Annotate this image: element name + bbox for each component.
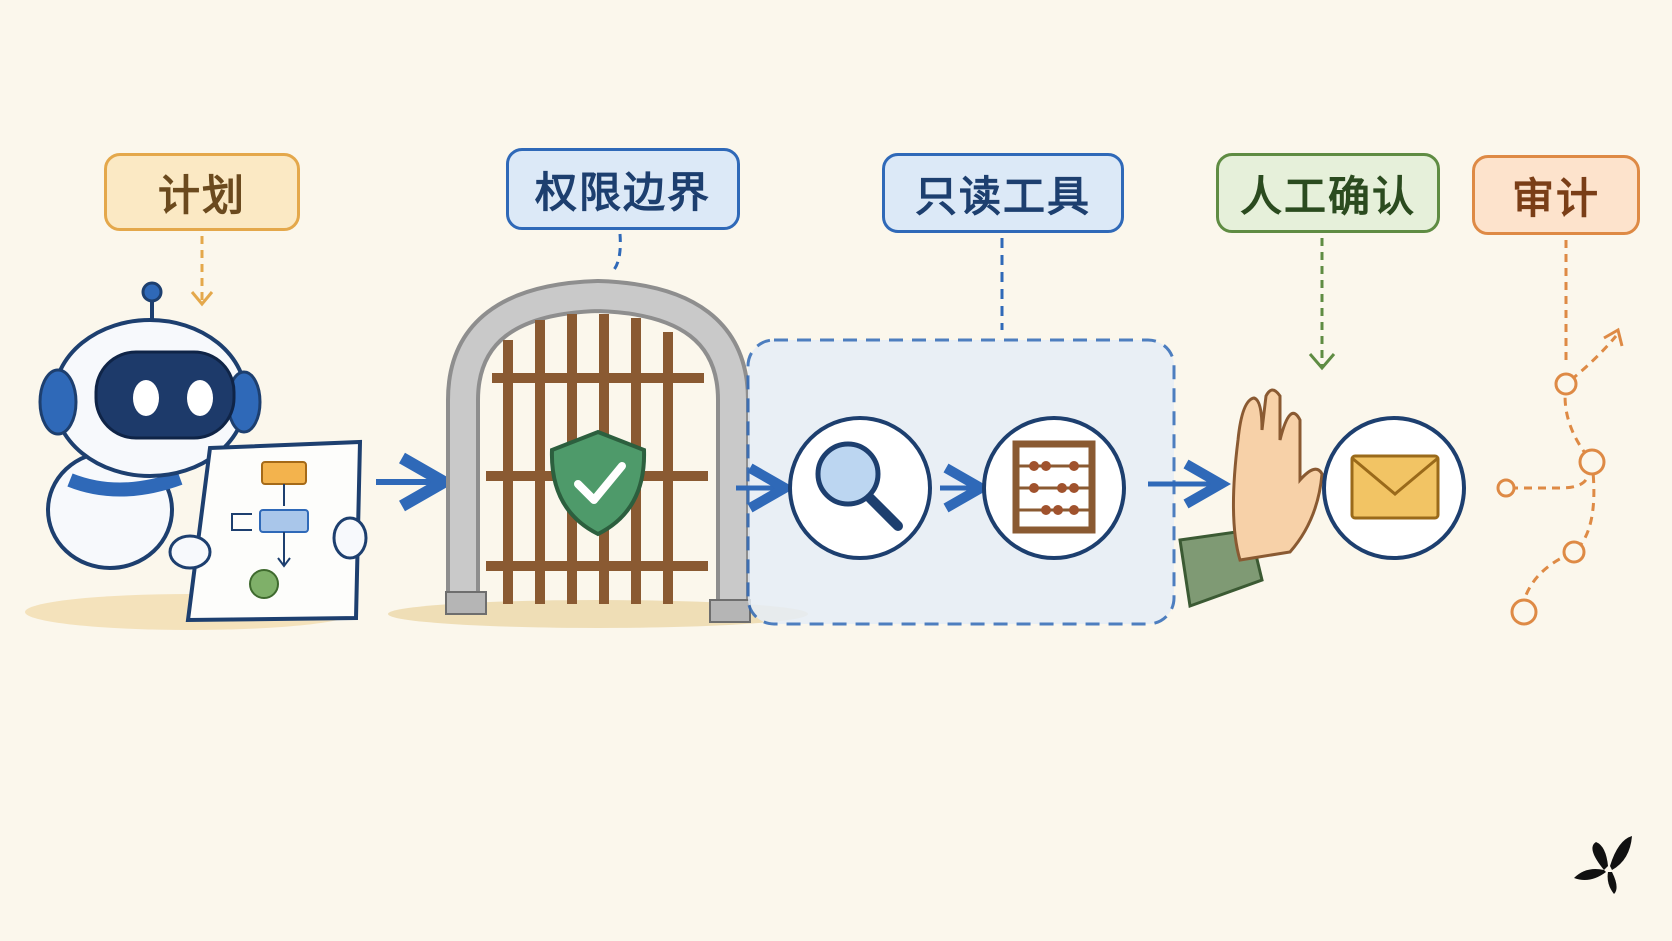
label-read-only-tools: 只读工具 bbox=[882, 153, 1124, 233]
label-plan: 计划 bbox=[104, 153, 300, 231]
gate-icon bbox=[388, 278, 808, 628]
audit-trail-icon bbox=[1496, 327, 1624, 626]
label-human-confirmation: 人工确认 bbox=[1216, 153, 1440, 233]
envelope-icon bbox=[1322, 416, 1466, 560]
flowchart-tablet-icon bbox=[168, 439, 368, 623]
shield-check-icon bbox=[549, 429, 647, 537]
robot-icon bbox=[25, 281, 355, 630]
magnifier-icon bbox=[788, 416, 932, 560]
butterfly-logo-icon bbox=[1574, 836, 1632, 894]
stop-hand-icon bbox=[1178, 388, 1324, 609]
label-permission-boundary: 权限边界 bbox=[506, 148, 740, 230]
label-audit: 审计 bbox=[1472, 155, 1640, 235]
abacus-icon bbox=[982, 416, 1126, 560]
label-connectors bbox=[190, 233, 1568, 371]
